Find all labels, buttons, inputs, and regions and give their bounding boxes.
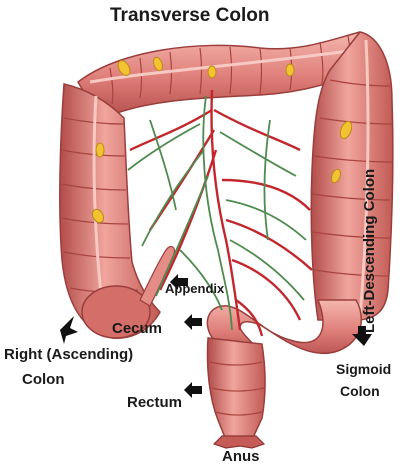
- transverse-colon-label: Transverse Colon: [110, 6, 269, 27]
- cecum-arrow: [184, 314, 202, 330]
- anus-label: Anus: [222, 449, 260, 466]
- sigmoid-colon-label-line1: Sigmoid: [336, 362, 391, 377]
- sigmoid-colon-label-line2: Colon: [340, 384, 380, 399]
- cecum-label: Cecum: [112, 321, 162, 338]
- rectum-arrow: [184, 382, 202, 398]
- anus: [214, 436, 264, 448]
- blood-vessels: [130, 90, 312, 336]
- appendix: [140, 247, 174, 306]
- rectum-label: Rectum: [127, 395, 182, 412]
- left-descending-colon-label: Left-Descending Colon: [362, 169, 379, 333]
- appendix-label: Appendix: [165, 282, 224, 296]
- right-colon-label-line1: Right (Ascending): [4, 347, 133, 364]
- right-colon-arrow: [60, 316, 78, 344]
- right-colon-label-line2: Colon: [22, 372, 65, 389]
